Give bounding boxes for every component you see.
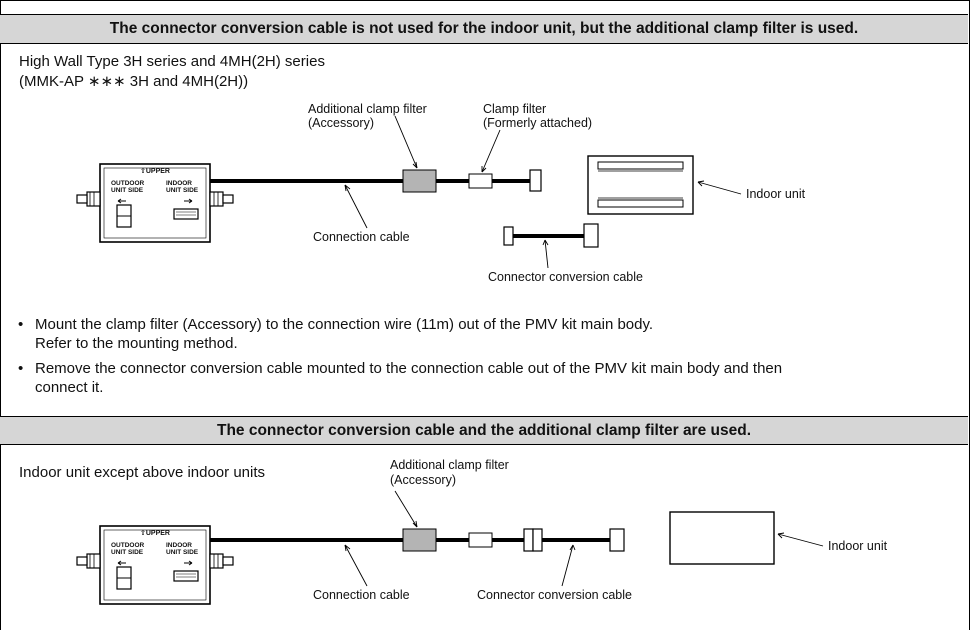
- bullet-1-line2: Refer to the mounting method.: [35, 335, 238, 352]
- connector-conversion-cable-1: [503, 223, 599, 248]
- bullet-1: •: [18, 316, 24, 333]
- label-additional-clamp-filter-1: Additional clamp filter: [308, 102, 427, 116]
- cable-gland-right-1: [209, 191, 234, 207]
- label-accessory-1: (Accessory): [308, 116, 374, 130]
- cable-gland-left-2: [76, 553, 101, 569]
- kit-upper-label-1: ⇧UPPER: [140, 168, 170, 175]
- cable-gland-right-2: [209, 553, 234, 569]
- label-connection-cable-1: Connection cable: [313, 230, 410, 244]
- additional-clamp-filter-1: [402, 169, 437, 193]
- section2-title: Indoor unit except above indoor units: [19, 464, 265, 481]
- pmv-kit-box-2: [99, 525, 211, 605]
- section1-header: The connector conversion cable is not us…: [0, 14, 968, 44]
- section2-header: The connector conversion cable and the a…: [0, 416, 968, 445]
- additional-clamp-filter-2: [402, 528, 437, 552]
- kit-upper-label-2: ⇧UPPER: [140, 530, 170, 537]
- bullet-2: •: [18, 360, 24, 377]
- bullet-1-line1: Mount the clamp filter (Accessory) to th…: [35, 316, 654, 333]
- kit-outdoor-label-2: OUTDOOR UNIT SIDE: [111, 542, 145, 556]
- kit-outdoor-label-1: OUTDOOR UNIT SIDE: [111, 180, 145, 194]
- label-connector-conversion-cable-1: Connector conversion cable: [488, 270, 643, 284]
- bullet-2-line1: Remove the connector conversion cable mo…: [35, 360, 783, 377]
- label-clamp-filter-1: Clamp filter: [483, 102, 547, 116]
- cable-gland-left-1: [76, 191, 101, 207]
- label-accessory-2: (Accessory): [390, 473, 456, 487]
- bullet-2-line2: connect it.: [35, 379, 104, 396]
- connector-joint-2: [523, 528, 543, 552]
- label-additional-clamp-filter-2: Additional clamp filter: [390, 458, 509, 472]
- label-indoor-unit-2: Indoor unit: [828, 539, 888, 553]
- label-connector-conversion-cable-2: Connector conversion cable: [477, 588, 632, 602]
- indoor-unit-1: [587, 155, 694, 215]
- section1-title-line1: High Wall Type 3H series and 4MH(2H) ser…: [19, 53, 325, 70]
- kit-indoor-label-1: INDOOR UNIT SIDE: [166, 180, 199, 194]
- cable-end-connector-1: [529, 169, 542, 192]
- label-formerly-attached-1: (Formerly attached): [483, 116, 593, 130]
- label-connection-cable-2: Connection cable: [313, 588, 410, 602]
- cable-end-connector-2: [609, 528, 625, 552]
- kit-indoor-label-2: INDOOR UNIT SIDE: [166, 542, 199, 556]
- indoor-unit-2: [669, 511, 775, 565]
- section1-title-line2: (MMK-AP ∗∗∗ 3H and 4MH(2H)): [19, 73, 249, 90]
- pmv-kit-box-1: [99, 163, 211, 243]
- clamp-filter-1: [468, 173, 493, 189]
- label-indoor-unit-1: Indoor unit: [746, 187, 806, 201]
- clamp-filter-2: [468, 532, 493, 548]
